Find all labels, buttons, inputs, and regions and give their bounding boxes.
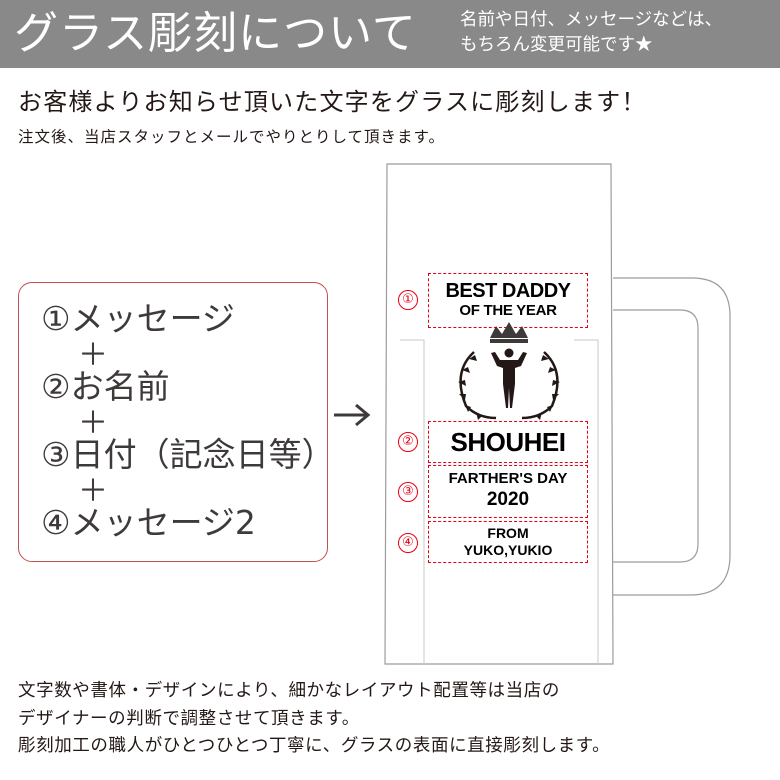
- engraving-message2-line1: FROM: [487, 525, 529, 541]
- laurel-crown-emblem: [458, 322, 560, 420]
- header-note: 名前や日付、メッセージなどは、 もちろん変更可能です★: [460, 8, 776, 58]
- engraving-date-line1: FARTHER'S DAY: [448, 470, 568, 487]
- engraving-message-line2: OF THE YEAR: [459, 302, 557, 319]
- arrow-right-icon: [334, 403, 371, 427]
- marker-1: ①: [398, 290, 418, 310]
- plus-sign: ＋: [78, 338, 108, 373]
- step-name: ②お名前: [41, 367, 170, 406]
- engraving-message2-line2: YUKO,YUKIO: [463, 542, 553, 558]
- engraving-message-box: BEST DADDY OF THE YEAR: [428, 273, 588, 328]
- header-note-line2: もちろん変更可能です★: [460, 35, 653, 55]
- steps-box: ①メッセージ ＋ ②お名前 ＋ ③日付（記念日等） ＋ ④メッセージ2: [18, 282, 335, 562]
- engraving-name-box: SHOUHEI: [428, 421, 588, 463]
- beer-mug-illustration: [384, 163, 731, 665]
- plus-sign: ＋: [78, 474, 108, 509]
- marker-2: ②: [398, 432, 418, 452]
- step-date: ③日付（記念日等）: [41, 435, 335, 474]
- footer-line3: 彫刻加工の職人がひとつひとつ丁寧に、グラスの表面に直接彫刻します。: [18, 736, 611, 756]
- engraving-message2-box: FROM YUKO,YUKIO: [428, 521, 588, 563]
- page-title: グラス彫刻について: [14, 8, 417, 59]
- step-message2: ④メッセージ2: [41, 503, 256, 542]
- intro-lead: お客様よりお知らせ頂いた文字をグラスに彫刻します！: [18, 88, 647, 116]
- step-message: ①メッセージ: [41, 299, 235, 338]
- header-banner: グラス彫刻について 名前や日付、メッセージなどは、 もちろん変更可能です★: [0, 0, 780, 68]
- crown-icon: [490, 322, 528, 338]
- flexing-man-icon: [491, 348, 527, 408]
- marker-4: ④: [398, 533, 418, 553]
- intro-sub: 注文後、当店スタッフとメールでやりとりして頂きます。: [18, 128, 445, 146]
- marker-3: ③: [398, 482, 418, 502]
- engraving-date-box: FARTHER'S DAY 2020: [428, 465, 588, 518]
- engraving-date-line2: 2020: [486, 489, 530, 510]
- footer-line2: デザイナーの判断で調整させて頂きます。: [18, 708, 360, 729]
- plus-sign: ＋: [78, 406, 108, 441]
- header-note-line1: 名前や日付、メッセージなどは、: [460, 10, 723, 30]
- engraving-message-line1: BEST DADDY: [445, 280, 571, 302]
- footer-notes: 文字数や書体・デザインにより、細かなレイアウト配置等は当店の デザイナーの判断で…: [18, 678, 610, 761]
- footer-line1: 文字数や書体・デザインにより、細かなレイアウト配置等は当店の: [18, 681, 560, 701]
